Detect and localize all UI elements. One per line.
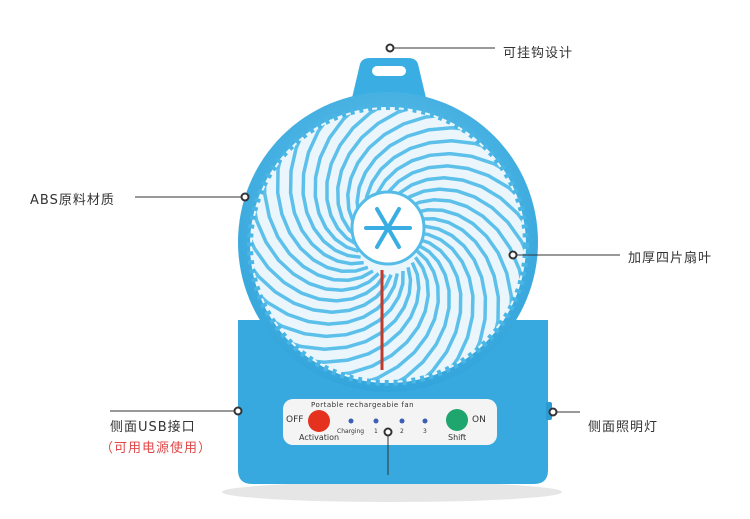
grille-rib: [288, 124, 364, 266]
grille-rib: [346, 112, 451, 234]
annotation-light: 侧面照明灯: [588, 420, 659, 435]
grille-rib: [301, 109, 361, 259]
grille-rib: [412, 237, 463, 381]
on-button[interactable]: [446, 409, 468, 431]
snowflake-arm: [386, 206, 401, 230]
shadow: [222, 482, 562, 502]
on-label: ON: [472, 415, 486, 425]
hanger-loop: [352, 58, 426, 98]
annotation-hook: 可挂钩设计: [503, 46, 574, 61]
snowflake-icon: [364, 206, 412, 250]
grille-rib: [252, 224, 387, 303]
annotation-usb-note: （可用电源使用）: [100, 441, 213, 456]
indicator-label-charging: Charging: [337, 428, 365, 435]
annotation-usb: 侧面USB接口: [110, 420, 196, 435]
grille-rib: [252, 254, 393, 314]
snowflake-arm: [375, 226, 390, 250]
grille-rib: [313, 109, 364, 253]
off-label: OFF: [286, 415, 304, 425]
shift-label: Shift: [448, 433, 467, 442]
grille-rib: [407, 217, 501, 346]
annotation-material: ABS原料材质: [30, 193, 115, 208]
grille-rib: [275, 144, 369, 273]
indicator-1: [373, 418, 379, 424]
grille-rib: [325, 256, 430, 378]
indicator-2: [399, 418, 405, 424]
snowflake-arm: [375, 206, 390, 230]
grille-rib: [415, 231, 475, 381]
indicator-charging: [348, 418, 354, 424]
snowflake-arm: [386, 226, 401, 250]
grille-rib: [299, 261, 421, 365]
grille-rib: [262, 168, 374, 282]
indicator-label-3: 3: [423, 428, 427, 435]
activation-label: Activation: [299, 433, 340, 442]
grille-rib: [252, 195, 380, 292]
grille-rib: [412, 224, 488, 366]
grille-rib: [353, 249, 440, 381]
annotation-blades: 加厚四片扇叶: [628, 251, 713, 266]
hanger-hole: [372, 66, 406, 76]
indicator-label-2: 2: [400, 428, 404, 435]
indicator-3: [422, 418, 428, 424]
grille-rib: [402, 208, 514, 322]
grille-rib: [259, 270, 405, 339]
grille-rib: [382, 243, 451, 381]
grille-rib: [325, 109, 394, 247]
panel-title: Portable rechargeabie fan: [311, 401, 415, 409]
grille-rib: [252, 273, 400, 326]
indicator-label-1: 1: [374, 428, 378, 435]
control-panel: [283, 399, 497, 445]
off-button[interactable]: [308, 410, 330, 432]
grille-rib: [336, 109, 423, 241]
